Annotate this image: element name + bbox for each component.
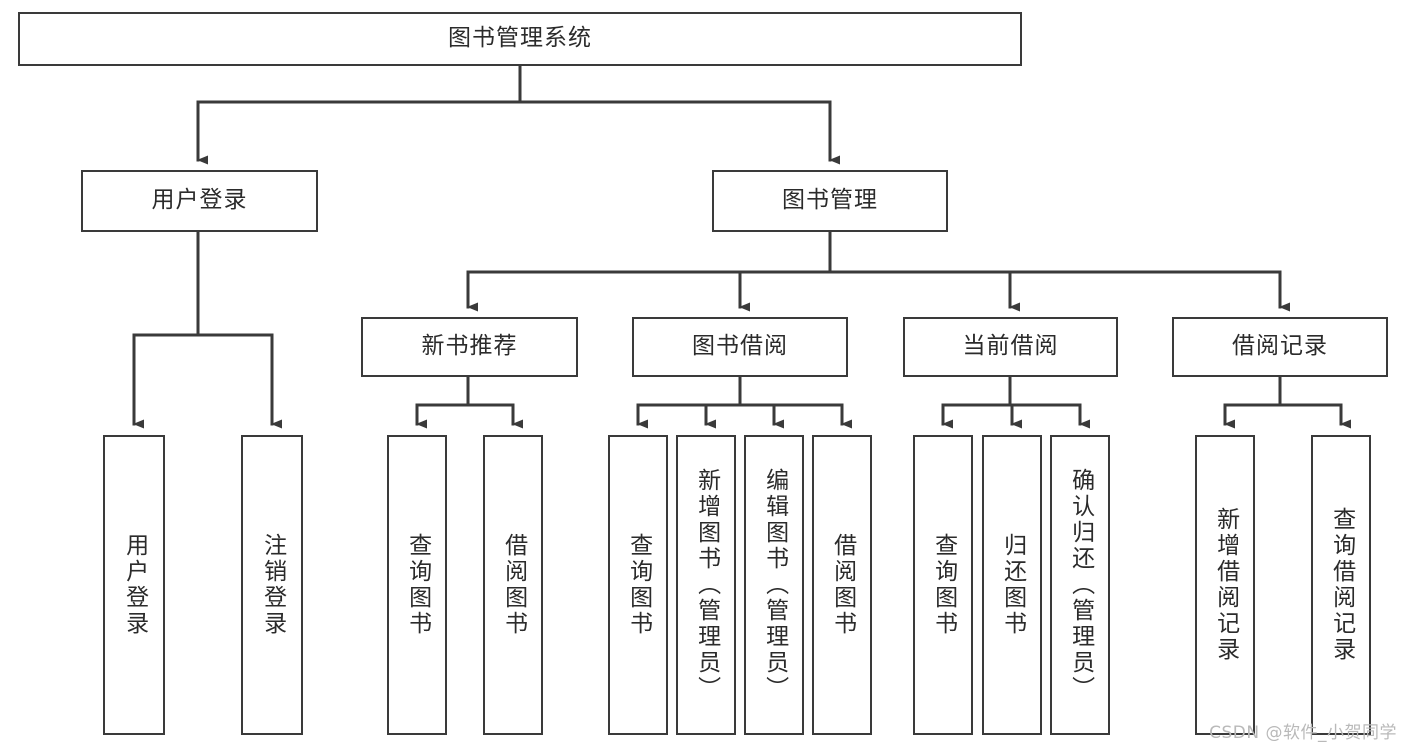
node-book-management[interactable]: 图书管理 bbox=[712, 170, 948, 232]
leaf-user-login-2[interactable]: 注销登录 bbox=[241, 435, 303, 735]
leaf-borrow-record-2[interactable]: 查询借阅记录 bbox=[1311, 435, 1371, 735]
node-label: 图书管理系统 bbox=[448, 25, 592, 52]
node-current-borrow[interactable]: 当前借阅 bbox=[903, 317, 1118, 377]
leaf-new-book-recommend-2[interactable]: 借阅图书 bbox=[483, 435, 543, 735]
leaf-current-borrow-2[interactable]: 归还图书 bbox=[982, 435, 1042, 735]
node-label: 借阅记录 bbox=[1232, 333, 1328, 360]
node-label: 查询借阅记录 bbox=[1328, 507, 1355, 663]
node-label: 归还图书 bbox=[999, 533, 1026, 637]
leaf-current-borrow-3[interactable]: 确认归还（管理员） bbox=[1050, 435, 1110, 735]
leaf-user-login-1[interactable]: 用户登录 bbox=[103, 435, 165, 735]
csdn-watermark: CSDN @软件_小贺同学 bbox=[1209, 723, 1397, 743]
node-user-login[interactable]: 用户登录 bbox=[81, 170, 318, 232]
leaf-new-book-recommend-1[interactable]: 查询图书 bbox=[387, 435, 447, 735]
node-label: 查询图书 bbox=[404, 533, 431, 637]
node-label: 编辑图书（管理员） bbox=[761, 468, 788, 702]
node-label: 新增图书（管理员） bbox=[693, 468, 720, 702]
node-label: 新增借阅记录 bbox=[1212, 507, 1239, 663]
node-label: 图书借阅 bbox=[692, 333, 788, 360]
node-label: 查询图书 bbox=[625, 533, 652, 637]
leaf-book-borrow-2[interactable]: 新增图书（管理员） bbox=[676, 435, 736, 735]
node-label: 图书管理 bbox=[782, 187, 878, 214]
node-book-borrow[interactable]: 图书借阅 bbox=[632, 317, 848, 377]
node-label: 查询图书 bbox=[930, 533, 957, 637]
leaf-book-borrow-1[interactable]: 查询图书 bbox=[608, 435, 668, 735]
node-root-book-management-system[interactable]: 图书管理系统 bbox=[18, 12, 1022, 66]
node-label: 注销登录 bbox=[259, 533, 286, 637]
node-label: 当前借阅 bbox=[962, 333, 1059, 360]
node-label: 确认归还（管理员） bbox=[1067, 468, 1094, 702]
leaf-borrow-record-1[interactable]: 新增借阅记录 bbox=[1195, 435, 1255, 735]
node-borrow-record[interactable]: 借阅记录 bbox=[1172, 317, 1388, 377]
node-label: 借阅图书 bbox=[500, 533, 527, 637]
node-label: 借阅图书 bbox=[829, 533, 856, 637]
leaf-book-borrow-4[interactable]: 借阅图书 bbox=[812, 435, 872, 735]
leaf-current-borrow-1[interactable]: 查询图书 bbox=[913, 435, 973, 735]
node-label: 新书推荐 bbox=[421, 333, 518, 360]
leaf-book-borrow-3[interactable]: 编辑图书（管理员） bbox=[744, 435, 804, 735]
node-label: 用户登录 bbox=[151, 187, 248, 214]
node-new-book-recommend[interactable]: 新书推荐 bbox=[361, 317, 578, 377]
node-label: 用户登录 bbox=[121, 533, 148, 637]
